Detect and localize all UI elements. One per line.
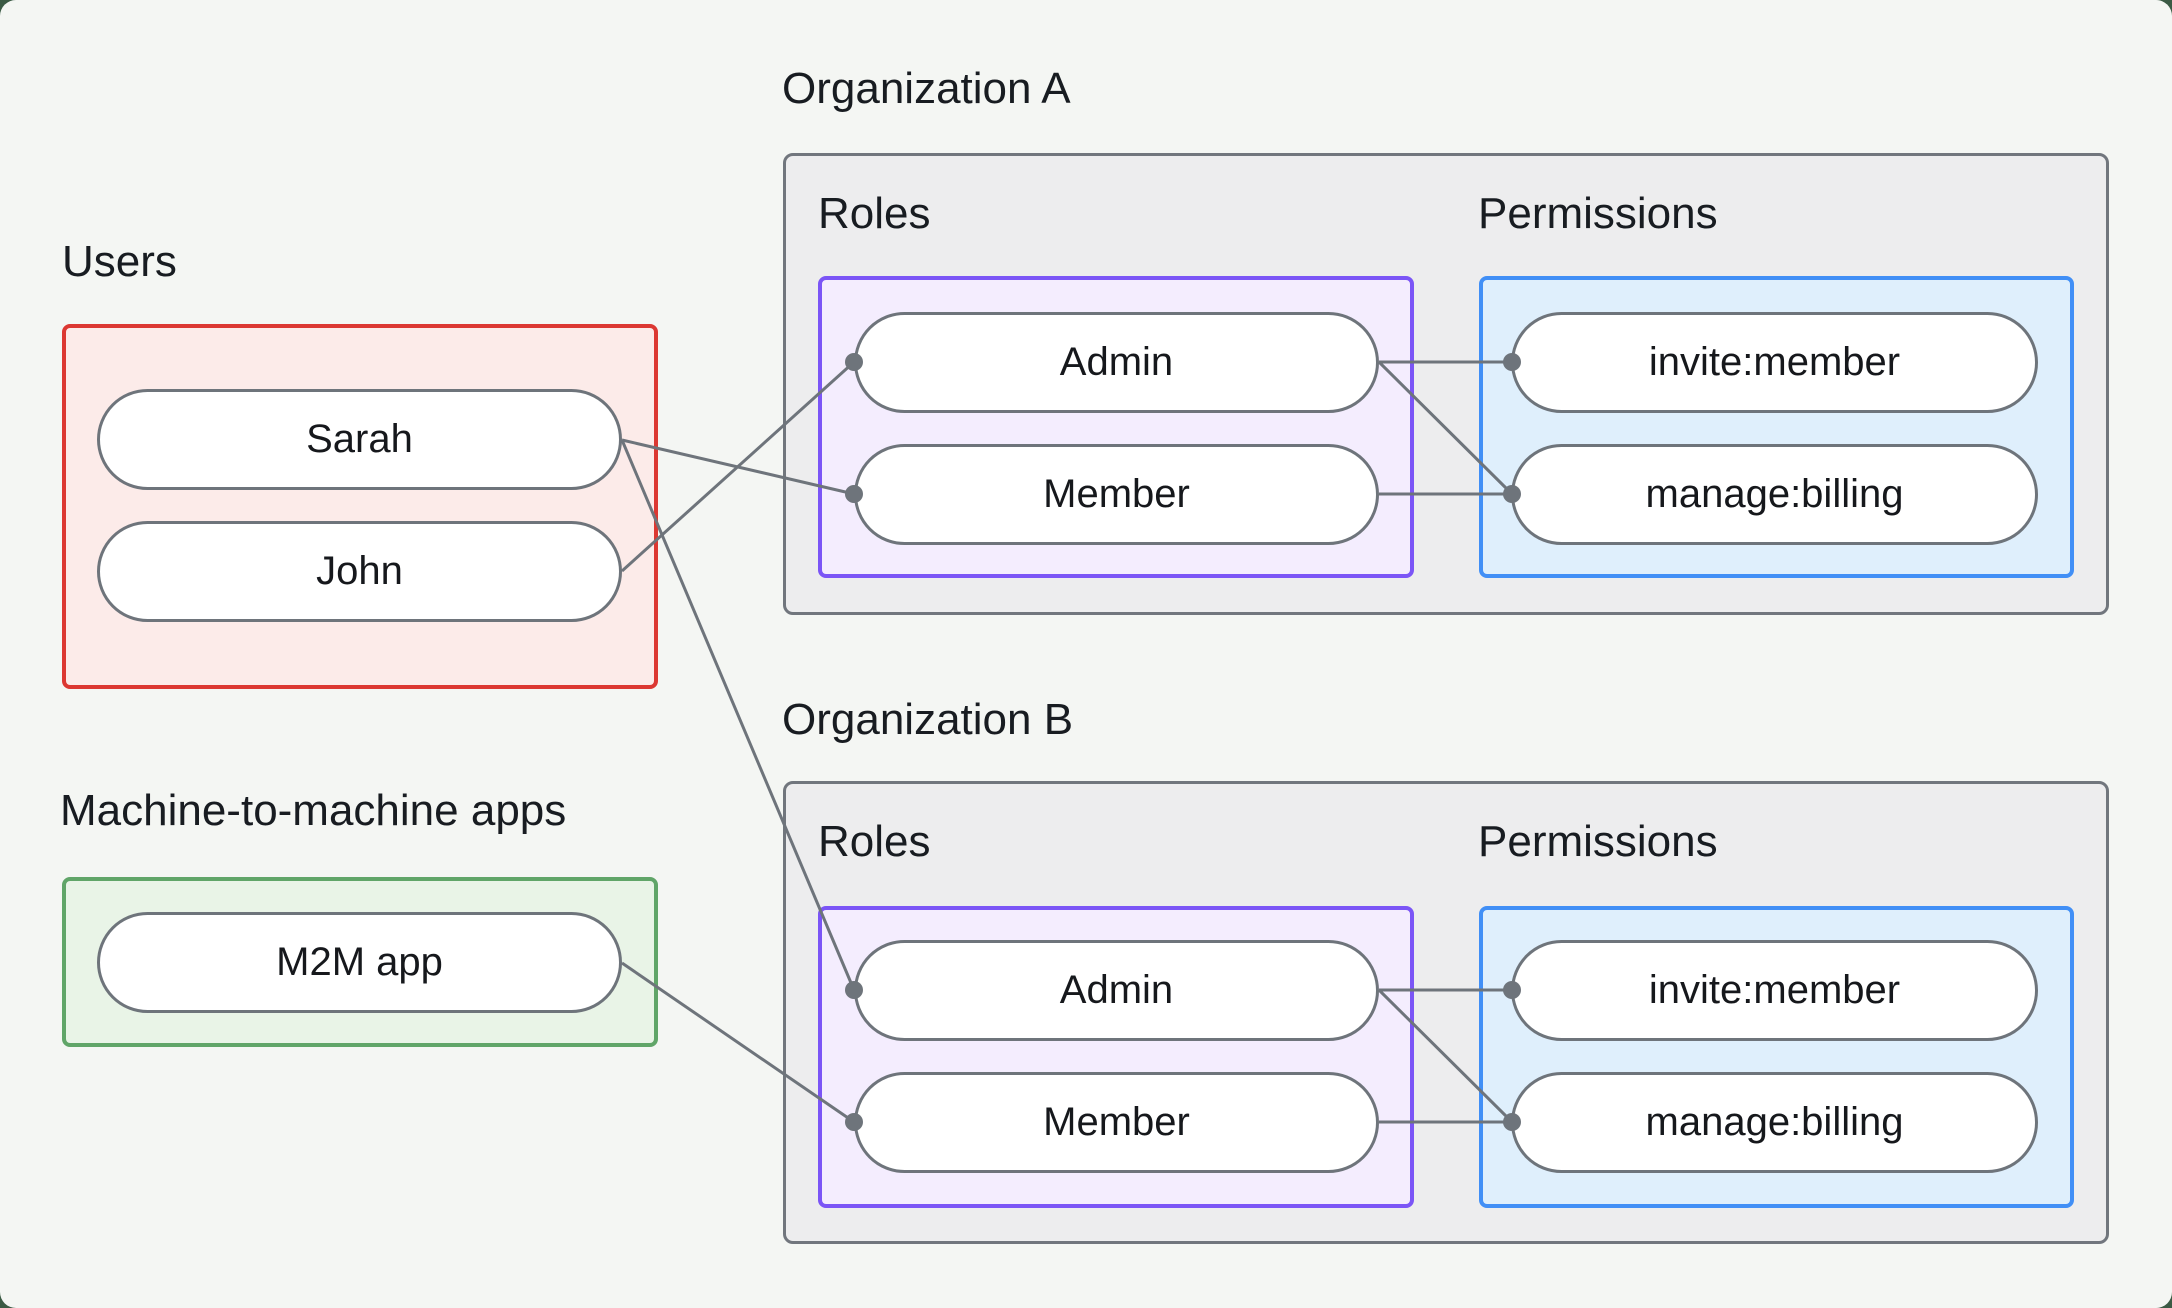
org-b-permission-manage-billing: manage:billing [1511, 1072, 2038, 1173]
org-a-permissions-label: Permissions [1478, 189, 1718, 238]
org-b-permission-invite-member: invite:member [1511, 940, 2038, 1041]
org-a-permission-invite-member: invite:member [1511, 312, 2038, 413]
m2m-group-label: Machine-to-machine apps [60, 786, 567, 835]
org-a-role-admin: Admin [854, 312, 1379, 413]
org-b-permissions-label: Permissions [1478, 817, 1718, 866]
org-b-title: Organization B [782, 695, 1074, 744]
org-b-roles-label: Roles [818, 817, 931, 866]
m2m-node-app: M2M app [97, 912, 622, 1013]
org-a-permission-manage-billing: manage:billing [1511, 444, 2038, 545]
org-b-role-member: Member [854, 1072, 1379, 1173]
org-a-roles-label: Roles [818, 189, 931, 238]
users-group-label: Users [62, 237, 177, 286]
users-group-box [62, 324, 658, 689]
org-a-role-member: Member [854, 444, 1379, 545]
user-node-sarah: Sarah [97, 389, 622, 490]
user-node-john: John [97, 521, 622, 622]
org-b-role-admin: Admin [854, 940, 1379, 1041]
org-a-title: Organization A [782, 64, 1071, 113]
